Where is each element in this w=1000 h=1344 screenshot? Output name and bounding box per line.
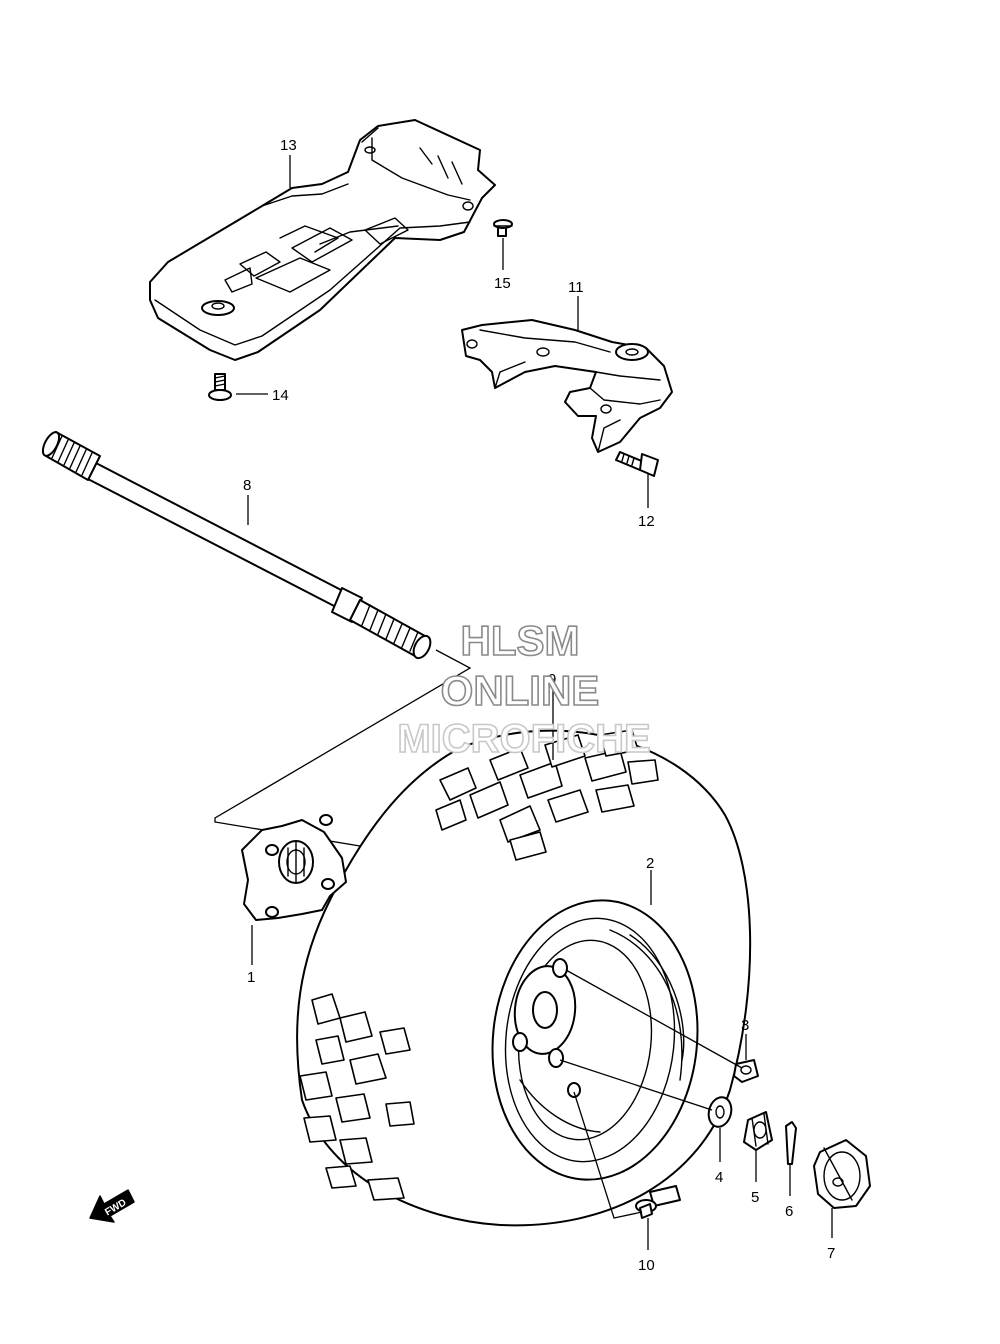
bracket: [461, 319, 673, 453]
skid-plate: [149, 119, 496, 361]
callout-8: 8: [243, 477, 251, 494]
tire: [296, 729, 752, 1227]
hub: [241, 814, 347, 921]
callout-4: 4: [715, 1169, 723, 1186]
castle-nut: [743, 1111, 773, 1151]
callout-labels: 13 15 11 14 12 8 9 2 1 3 4 5 6 7 10: [243, 137, 835, 1274]
wheel: [504, 917, 685, 1163]
watermark: HLSM ONLINE MICROFICHE: [397, 616, 652, 762]
callout-15: 15: [494, 275, 511, 292]
cotter-pin: [785, 1121, 797, 1165]
skid-plate-screw: [493, 219, 513, 237]
bracket-bolt: [615, 451, 659, 477]
watermark-line-2: ONLINE: [441, 667, 600, 714]
callout-13: 13: [280, 137, 297, 154]
hub-cap: [813, 1139, 871, 1209]
valve: [635, 1185, 681, 1219]
nut: [733, 1059, 759, 1083]
callout-7: 7: [827, 1245, 835, 1262]
callout-10: 10: [638, 1257, 655, 1274]
skid-plate-bolt: [208, 373, 232, 401]
leader-lines: [236, 155, 833, 1250]
axle-shaft: [41, 431, 432, 660]
callout-12: 12: [638, 513, 655, 530]
callout-3: 3: [741, 1017, 749, 1034]
callout-5: 5: [751, 1189, 759, 1206]
fwd-label: FWD: [103, 1197, 128, 1218]
callout-11: 11: [568, 279, 584, 296]
callout-9: 9: [548, 671, 556, 688]
callout-2: 2: [646, 855, 654, 872]
watermark-line-1: HLSM: [461, 617, 580, 664]
watermark-line-3: MICROFICHE: [397, 717, 650, 761]
fwd-arrow: FWD: [89, 1189, 135, 1223]
callout-1: 1: [247, 969, 255, 986]
callout-6: 6: [785, 1203, 793, 1220]
callout-14: 14: [272, 387, 289, 404]
